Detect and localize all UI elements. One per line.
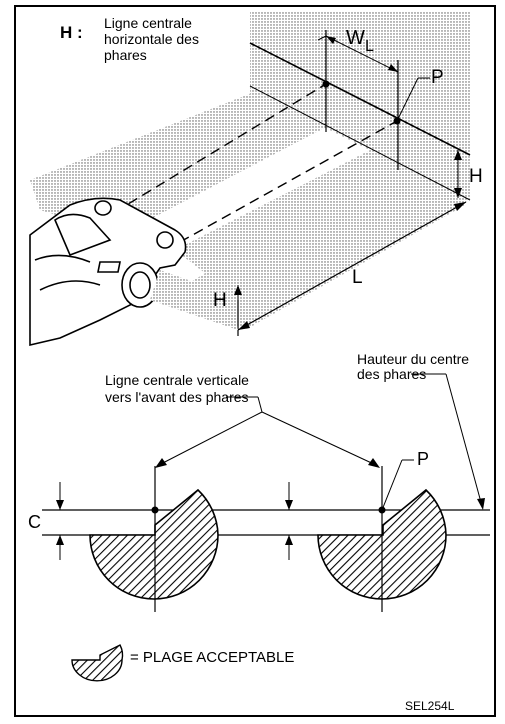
headlight-center-left [151, 506, 159, 514]
legend-line-2: horizontale des [104, 31, 199, 47]
p-pointer-bottom [381, 459, 403, 511]
label-height-center-2: des phares [357, 366, 426, 382]
legend-key-h: H : [60, 23, 83, 42]
legend-hatch-symbol [71, 644, 124, 682]
acceptable-zone-left [89, 488, 219, 600]
l-arrows [238, 202, 466, 330]
label-c: C [28, 512, 41, 532]
label-p-bottom: P [417, 449, 429, 469]
vertical-label-arrows [155, 458, 380, 468]
legend-line-1: Ligne centrale [104, 15, 192, 31]
legend-line-3: phares [104, 47, 147, 63]
h-right-arrows [454, 150, 462, 198]
p-pointer-top [396, 77, 419, 122]
wl-arrows [326, 36, 398, 72]
label-height-center-1: Hauteur du centre [357, 351, 469, 367]
height-center-leader [411, 373, 483, 507]
label-l: L [352, 267, 363, 288]
legend-text: = PLAGE ACCEPTABLE [130, 649, 294, 666]
label-vertical-line-1: Ligne centrale verticale [105, 372, 249, 388]
label-p-top: P [431, 67, 444, 88]
label-wl-main: W [346, 27, 365, 49]
car-outline [29, 197, 187, 347]
screen-wall [250, 12, 470, 200]
label-wl-sub: L [365, 38, 374, 55]
label-h-car: H [213, 290, 227, 311]
beam-dashed-lines [114, 83, 398, 243]
vertical-label-leaders [156, 396, 379, 467]
label-h-right: H [469, 166, 483, 187]
figure-code: SEL254L [405, 699, 455, 713]
label-vertical-line-2: vers l'avant des phares [105, 389, 249, 405]
height-center-arrow [477, 498, 485, 510]
car-shadow [150, 270, 238, 330]
